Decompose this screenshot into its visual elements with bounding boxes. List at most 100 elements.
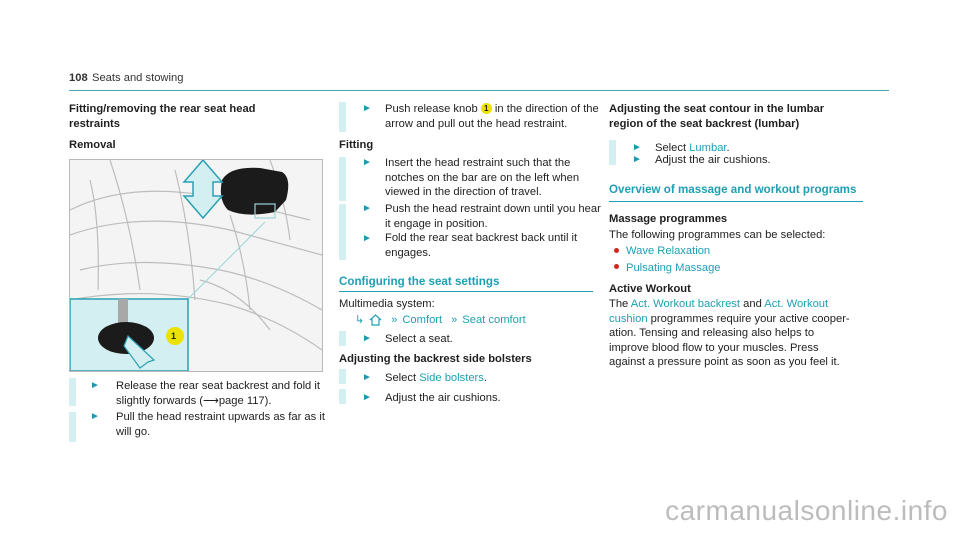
reference-arrow-icon: ⟶ <box>203 394 219 407</box>
step-insert-head-restraint: Insert the head restraint such that the … <box>385 156 579 200</box>
configuring-seat-settings-title: Configuring the seat settings <box>339 275 500 288</box>
lumbar-heading: Adjusting the seat contour in the lumbar… <box>609 102 824 132</box>
menu-path: ↳ » Comfort » Seat comfort <box>355 313 526 327</box>
step-bar <box>339 389 346 404</box>
active-workout-body: The Act. Workout backrest and Act. Worko… <box>609 297 850 370</box>
step-line: Push the head restraint down until you h… <box>385 203 601 215</box>
active-workout-heading: Active Workout <box>609 283 691 295</box>
return-arrow-icon: ↳ <box>355 314 365 326</box>
menu-comfort[interactable]: Comfort <box>402 313 443 326</box>
step-select-lumbar: Select Lumbar. <box>655 141 730 156</box>
title-line: region of the seat backrest (lumbar) <box>609 118 800 130</box>
step-bar <box>69 412 76 442</box>
step-line: arrow and pull out the head restraint. <box>385 117 568 130</box>
step-text: Select <box>385 372 417 384</box>
section-underline <box>339 291 593 292</box>
section-title: Seats and stowing <box>92 72 184 84</box>
step-adjust-cushions: Adjust the air cushions. <box>655 154 771 166</box>
step-fold-backrest: Fold the rear seat backrest back until i… <box>385 231 577 260</box>
step-text: slightly forwards ( <box>116 394 204 407</box>
page-number: 108 <box>69 72 88 84</box>
step-bar <box>339 232 346 260</box>
body-line: cushion programmes require your active c… <box>609 312 850 327</box>
step-arrow-icon: ► <box>362 392 372 403</box>
act-workout-cushion-link[interactable]: cushion <box>609 312 648 325</box>
step-text: Push release knob <box>385 103 478 115</box>
fitting-heading: Fitting <box>339 139 374 151</box>
step-bar <box>339 157 346 201</box>
multimedia-label: Multimedia system: <box>339 298 435 310</box>
callout-badge: 1 <box>171 331 177 341</box>
step-arrow-icon: ► <box>632 154 642 165</box>
page-reference-link[interactable]: page 117). <box>218 394 272 407</box>
step-bar <box>339 331 346 346</box>
step-line: Push release knob 1 in the direction of … <box>385 102 599 117</box>
list-item: Wave Relaxation <box>614 244 721 259</box>
fitting-removing-title: Fitting/removing the rear seat head rest… <box>69 102 256 132</box>
list-item: Pulsating Massage <box>614 261 721 276</box>
step-arrow-icon: ► <box>632 142 642 153</box>
body-line: against a pressure point as soon as you … <box>609 356 840 368</box>
step-bar <box>609 150 616 165</box>
step-bar <box>339 369 346 384</box>
step-arrow-icon: ► <box>90 411 100 422</box>
act-workout-backrest-link[interactable]: Act. Workout backrest <box>630 298 741 310</box>
seat-drawing <box>70 160 322 371</box>
body-text: programmes require your active cooper- <box>650 312 850 325</box>
step-text: Select <box>655 142 687 154</box>
title-line: Adjusting the seat contour in the lumbar <box>609 103 825 115</box>
step-arrow-icon: ► <box>362 372 372 383</box>
step-line: viewed in the direction of travel. <box>385 186 542 198</box>
section-underline <box>609 201 863 202</box>
double-chevron-icon: » <box>391 313 398 326</box>
step-arrow-icon: ► <box>362 157 372 168</box>
step-pull-upwards: Pull the head restraint upwards as far a… <box>116 410 325 439</box>
massage-heading: Massage programmes <box>609 213 728 225</box>
step-arrow-icon: ► <box>90 380 100 391</box>
step-arrow-icon: ► <box>362 333 372 344</box>
double-chevron-icon: » <box>451 313 458 326</box>
step-line: it engage in position. <box>385 217 488 230</box>
step-push-down: Push the head restraint down until you h… <box>385 202 601 231</box>
body-line: The Act. Workout backrest and Act. Worko… <box>609 297 850 312</box>
lumbar-link[interactable]: Lumbar <box>689 142 727 154</box>
step-adjust-cushions: Adjust the air cushions. <box>385 392 501 404</box>
step-arrow-icon: ► <box>362 233 372 244</box>
body-line: ation. Tensing and releasing also helps … <box>609 327 815 339</box>
step-line: notches on the bar are on the left when <box>385 171 580 184</box>
title-line: Fitting/removing the rear seat head <box>69 103 256 115</box>
step-bar <box>339 204 346 232</box>
removal-heading: Removal <box>69 139 116 151</box>
step-line: will go. <box>116 425 151 438</box>
step-text: . <box>726 142 730 154</box>
step-line: engages. <box>385 246 432 259</box>
body-line: improve blood flow to your muscles. Pres… <box>609 341 819 354</box>
menu-seat-comfort[interactable]: Seat comfort <box>462 313 526 326</box>
bullet <box>614 247 619 253</box>
step-line: Release the rear seat backrest and fold … <box>116 380 320 392</box>
step-select-side-bolsters: Select Side bolsters. <box>385 371 487 386</box>
home-icon[interactable] <box>369 313 382 326</box>
act-workout-cushion-link[interactable]: Act. Workout <box>764 298 829 310</box>
side-bolsters-link[interactable]: Side bolsters <box>419 372 484 384</box>
step-arrow-icon: ► <box>362 203 372 214</box>
wave-relaxation-link[interactable]: Wave Relaxation <box>626 245 711 257</box>
header-divider <box>69 90 889 91</box>
massage-list: Wave Relaxation Pulsating Massage <box>614 244 721 275</box>
step-bar <box>69 378 76 406</box>
step-line: Pull the head restraint upwards as far a… <box>116 411 325 423</box>
step-select-seat: Select a seat. <box>385 333 453 345</box>
pulsating-massage-link[interactable]: Pulsating Massage <box>626 261 721 274</box>
body-text: The <box>609 298 629 310</box>
seat-illustration: 1 <box>69 159 323 372</box>
watermark: carmanualsonline.info <box>665 495 948 526</box>
callout-badge: 1 <box>480 102 492 114</box>
body-text: and <box>743 298 762 310</box>
step-line: Insert the head restraint such that the <box>385 157 571 169</box>
step-bar <box>609 140 616 155</box>
bullet <box>614 264 619 270</box>
step-bar <box>339 102 346 132</box>
title-line: restraints <box>69 118 120 130</box>
massage-intro: The following programmes can be selected… <box>609 229 826 241</box>
step-line: Fold the rear seat backrest back until i… <box>385 232 578 244</box>
